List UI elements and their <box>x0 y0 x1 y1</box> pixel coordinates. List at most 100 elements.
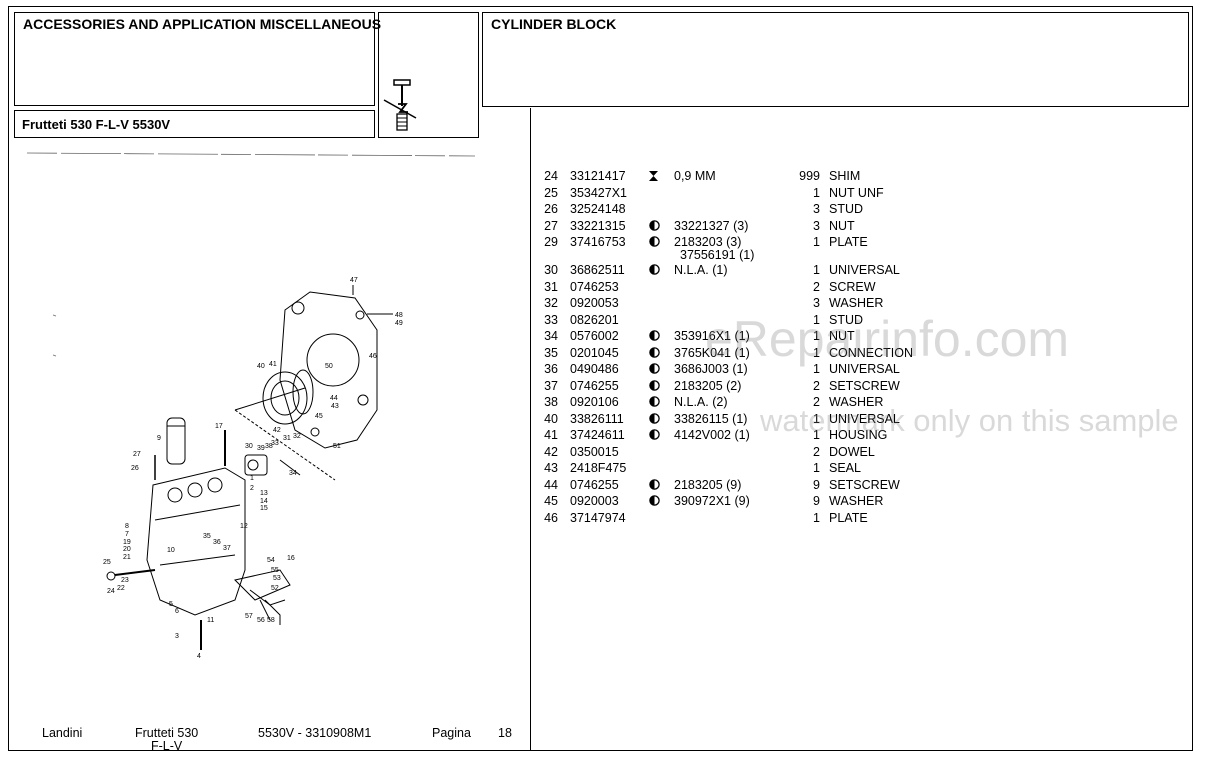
part-code: 0350015 <box>570 444 619 459</box>
part-code: 0826201 <box>570 312 619 327</box>
substitute-part-extra: 37556191 (1) <box>680 248 755 262</box>
part-number-index: 33 <box>544 312 558 327</box>
liner-part <box>166 417 186 465</box>
part-number-index: 37 <box>544 378 558 393</box>
tractor-part-icon <box>383 79 417 131</box>
svg-text:12: 12 <box>240 523 248 530</box>
substitute-part: 0,9 MM <box>674 169 716 183</box>
svg-text:14: 14 <box>260 498 268 505</box>
part-description: STUD <box>829 202 864 216</box>
part-quantity: 1 <box>813 411 820 426</box>
replacement-icon <box>648 396 661 410</box>
part-quantity: 1 <box>813 345 820 360</box>
part-number-index: 24 <box>544 169 558 183</box>
part-description: WASHER <box>829 296 884 310</box>
part-code: 0920053 <box>570 296 619 310</box>
svg-text:36: 36 <box>213 539 221 546</box>
part-code: 33826111 <box>570 411 624 426</box>
substitute-part: N.L.A. (2) <box>674 395 728 409</box>
svg-text:8: 8 <box>125 523 129 530</box>
footer-page-label: Pagina <box>432 726 471 740</box>
svg-text:43: 43 <box>331 403 339 410</box>
part-quantity: 1 <box>813 185 820 200</box>
part-quantity: 1 <box>813 235 820 249</box>
part-description: SCREW <box>829 279 876 294</box>
part-description: SHIM <box>829 169 861 183</box>
part-number-index: 38 <box>544 395 558 409</box>
svg-text:5: 5 <box>169 601 173 608</box>
svg-text:38: 38 <box>265 443 273 450</box>
part-quantity: 3 <box>813 202 820 216</box>
part-description: SETSCREW <box>829 477 900 492</box>
svg-text:19: 19 <box>123 539 131 546</box>
part-number-index: 43 <box>544 461 558 475</box>
group-title-box <box>482 12 1189 107</box>
svg-text:11: 11 <box>207 617 214 624</box>
part-quantity: 9 <box>813 477 820 492</box>
svg-text:57: 57 <box>245 613 253 620</box>
replacement-icon <box>648 412 661 427</box>
substitute-part: 33221327 (3) <box>674 218 749 233</box>
group-title: CYLINDER BLOCK <box>491 16 617 32</box>
part-description: NUT <box>829 218 855 233</box>
svg-text:6: 6 <box>175 608 179 615</box>
part-description: SETSCREW <box>829 378 900 393</box>
footer-page-number: 18 <box>498 726 512 740</box>
footer-model-line2: F-L-V <box>151 739 183 753</box>
model-title: Frutteti 530 F-L-V 5530V <box>22 117 171 132</box>
hourglass-icon <box>648 170 659 185</box>
footer-model-line1: Frutteti 530 <box>135 726 199 740</box>
svg-text:44: 44 <box>330 395 338 402</box>
part-quantity: 2 <box>813 279 820 294</box>
svg-text:53: 53 <box>273 575 281 582</box>
svg-text:45: 45 <box>315 413 323 420</box>
part-quantity: 1 <box>813 312 820 327</box>
part-code: 37147974 <box>570 510 626 525</box>
svg-text:24: 24 <box>107 588 115 595</box>
part-code: 0920003 <box>570 494 619 508</box>
part-code: 33221315 <box>570 218 626 233</box>
part-quantity: 1 <box>813 461 820 475</box>
svg-text:55: 55 <box>271 567 279 574</box>
part-number-index: 34 <box>544 329 558 343</box>
part-number-index: 29 <box>544 235 558 249</box>
substitute-part: 4142V002 (1) <box>674 428 750 442</box>
svg-text:16: 16 <box>287 555 295 562</box>
substitute-part: N.L.A. (1) <box>674 263 728 277</box>
replacement-icon <box>648 346 661 361</box>
part-number-index: 25 <box>544 185 558 200</box>
part-code: 36862511 <box>570 263 625 277</box>
substitute-part: 2183205 (9) <box>674 477 742 492</box>
svg-text:23: 23 <box>121 577 129 584</box>
svg-text:51: 51 <box>333 443 341 450</box>
part-description: WASHER <box>829 494 884 508</box>
part-code: 0746255 <box>570 477 619 492</box>
part-quantity: 999 <box>799 169 820 183</box>
part-description: WASHER <box>829 395 884 409</box>
svg-text:34: 34 <box>289 470 297 477</box>
svg-text:25: 25 <box>103 559 111 566</box>
part-quantity: 3 <box>813 296 820 310</box>
svg-text:35: 35 <box>203 533 211 540</box>
svg-text:50: 50 <box>325 363 333 370</box>
svg-text:37: 37 <box>223 545 231 552</box>
substitute-part: 2183205 (2) <box>674 378 742 393</box>
replacement-icon <box>648 379 661 394</box>
section-title-box <box>14 12 375 106</box>
part-quantity: 3 <box>813 218 820 233</box>
replacement-icon <box>648 236 661 250</box>
part-description: HOUSING <box>829 428 888 442</box>
part-description: UNIVERSAL <box>829 362 900 376</box>
substitute-part: 2183203 (3) <box>674 235 742 249</box>
part-description: SEAL <box>829 461 861 475</box>
part-description: DOWEL <box>829 444 875 459</box>
section-title: ACCESSORIES AND APPLICATION MISCELLANEOU… <box>23 16 382 32</box>
part-code: 0201045 <box>570 345 619 360</box>
svg-text:3: 3 <box>175 633 179 640</box>
svg-text:39: 39 <box>257 445 265 452</box>
replacement-icon <box>648 495 661 509</box>
part-code: 33121417 <box>570 169 626 183</box>
svg-text:20: 20 <box>123 546 131 553</box>
part-quantity: 2 <box>813 444 820 459</box>
svg-text:33: 33 <box>271 440 279 447</box>
